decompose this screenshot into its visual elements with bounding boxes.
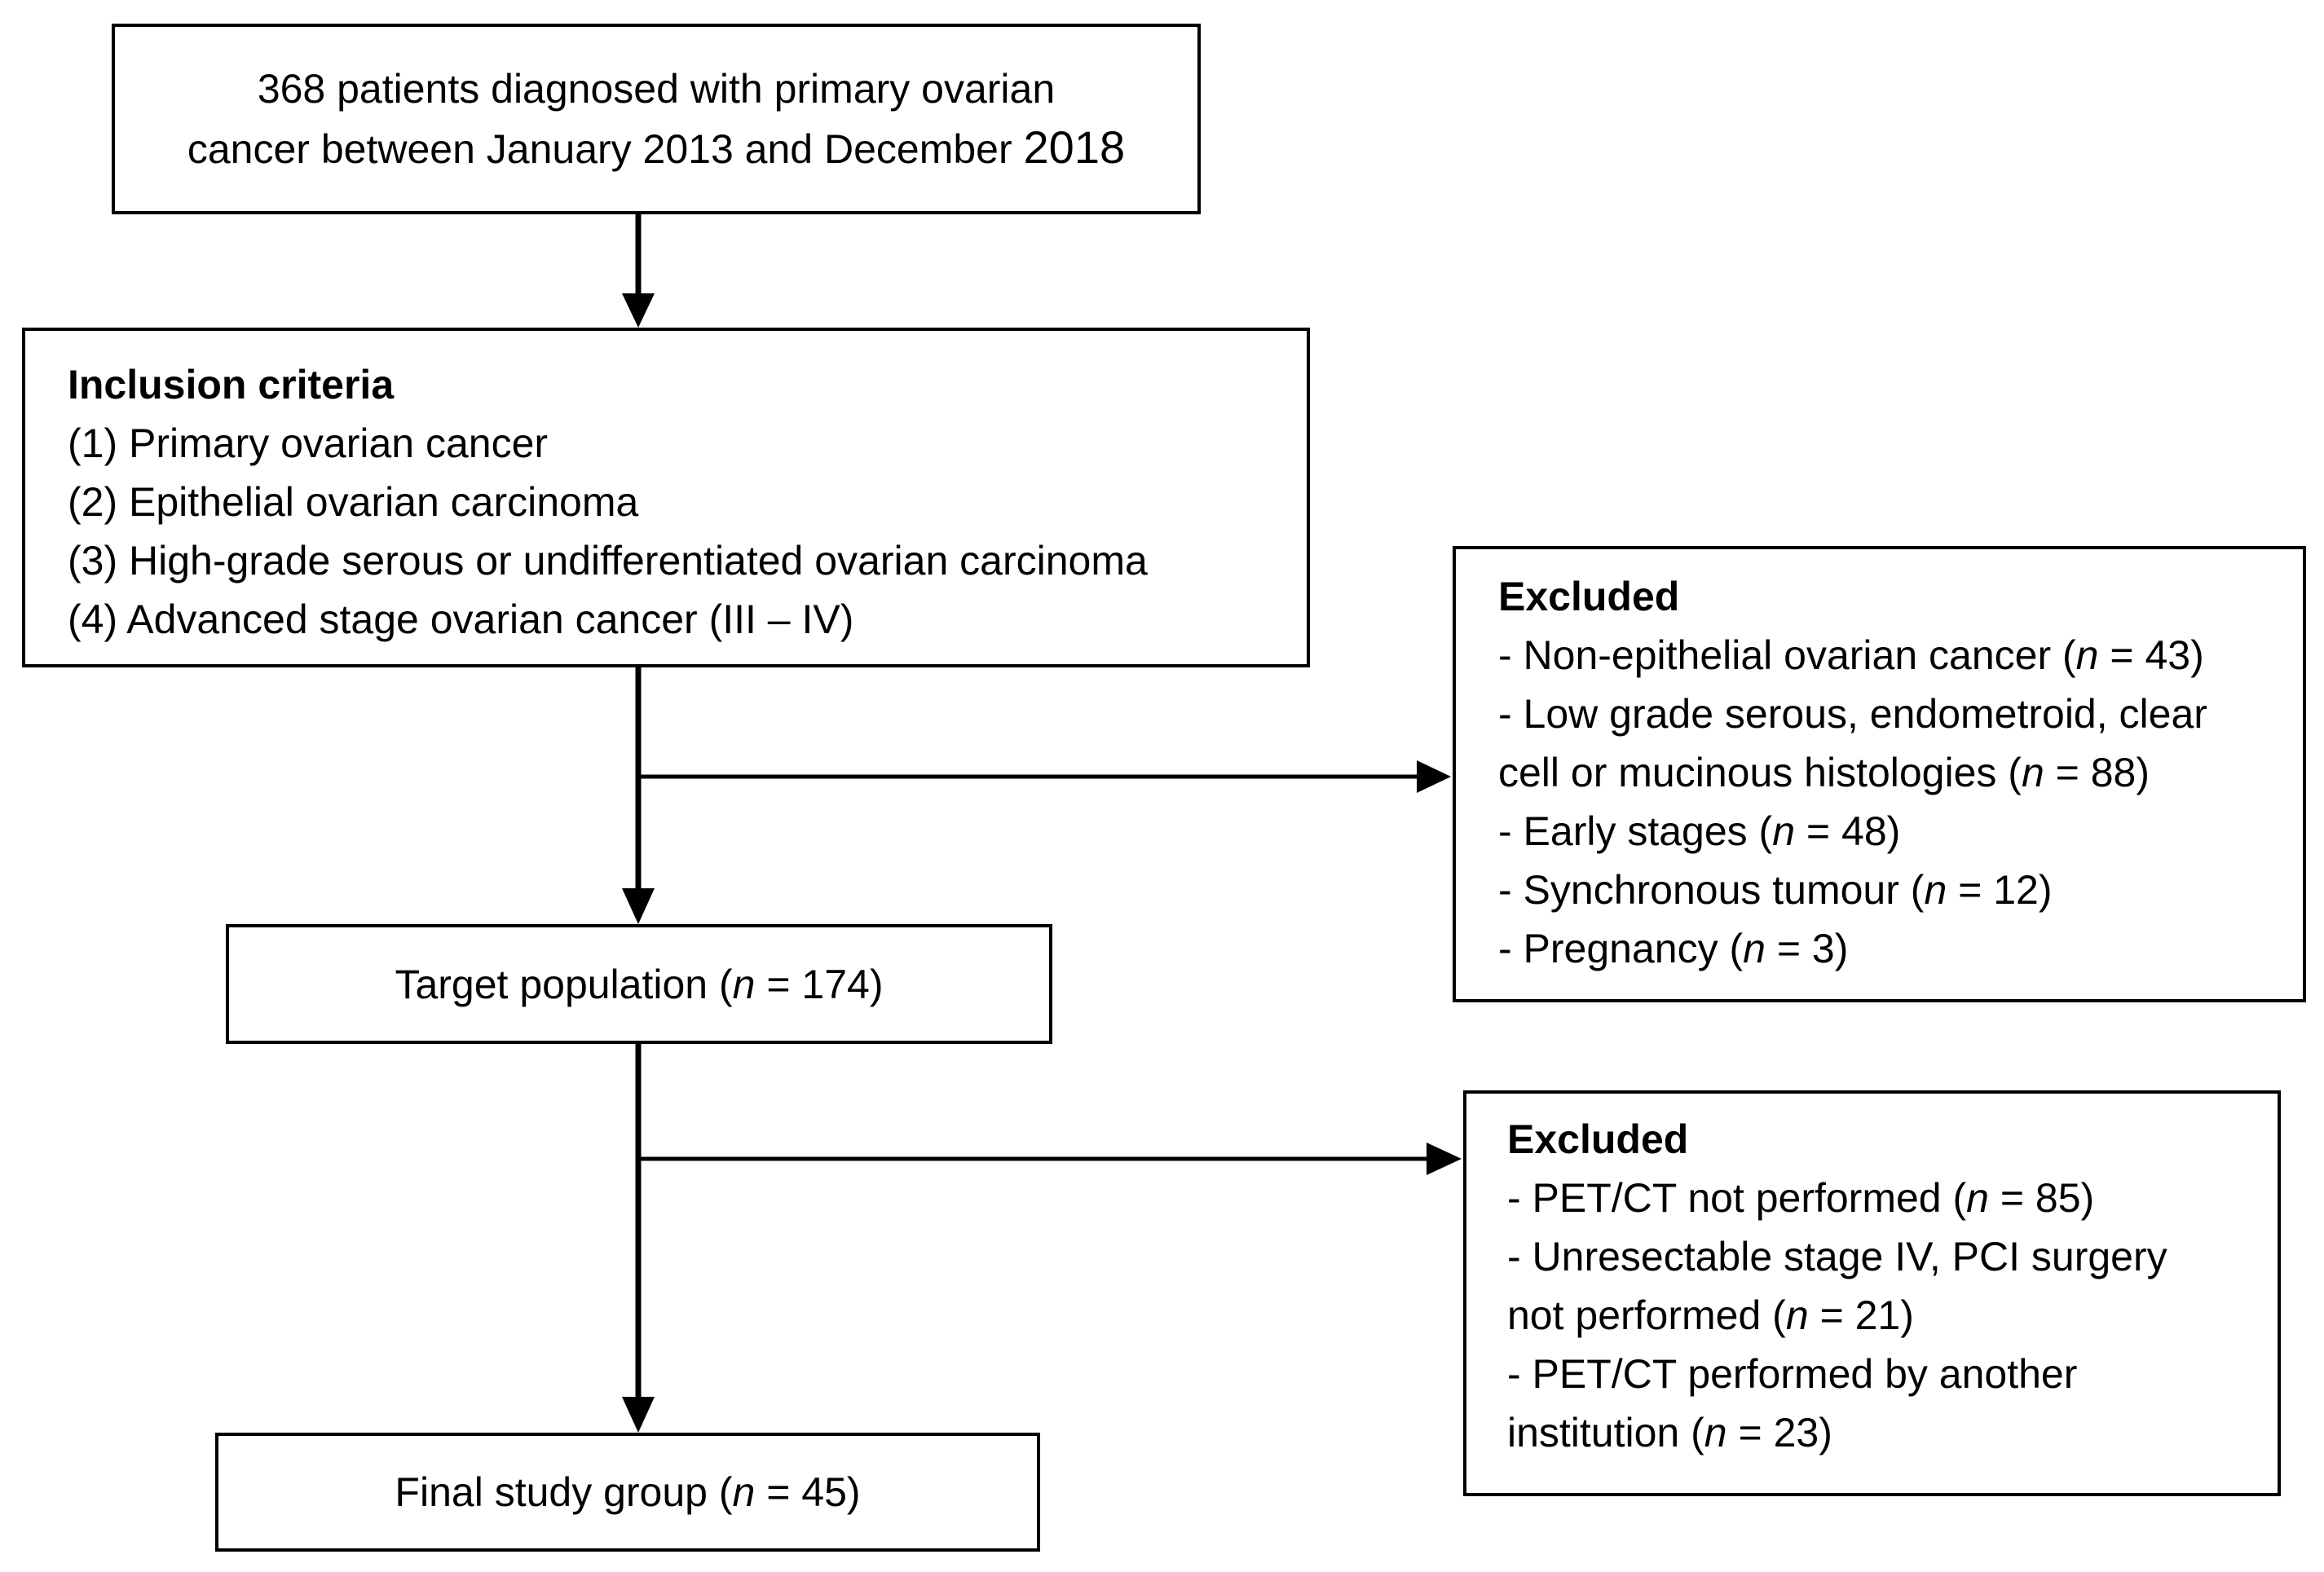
exclusion-1-item: - Low grade serous, endometroid, clear <box>1498 685 2295 743</box>
final-study-group-label: Final study group (n = 45) <box>395 1463 860 1521</box>
initial-cohort-year: 2018 <box>1023 121 1126 173</box>
final-study-group-count: = 45) <box>755 1469 861 1515</box>
exclusion-2-title: Excluded <box>1507 1116 1689 1162</box>
exclusion-1-item-text: - Low grade serous, endometroid, clear <box>1498 691 2207 737</box>
arrowhead-down-icon <box>622 888 655 924</box>
exclusion-1-item-count: = 3) <box>1765 926 1849 971</box>
target-population-text: Target population ( <box>395 961 733 1007</box>
inclusion-criterion-3: (3) High-grade serous or undifferentiate… <box>68 538 1148 583</box>
n-label: n <box>1743 926 1766 971</box>
inclusion-criterion-2: (2) Epithelial ovarian carcinoma <box>68 479 639 525</box>
exclusion-2-item-text: not performed ( <box>1507 1292 1786 1338</box>
exclusion-2-item: institution (n = 23) <box>1507 1403 2269 1462</box>
arrowhead-down-icon <box>622 293 655 328</box>
exclusion-2-item-count: = 21) <box>1808 1292 1914 1338</box>
n-label: n <box>2021 750 2044 795</box>
arrowhead-right-icon <box>1427 1143 1462 1175</box>
exclusion-1-item-count: = 48) <box>1795 808 1901 854</box>
exclusion-2-item-text: institution ( <box>1507 1410 1704 1455</box>
n-label: n <box>1924 867 1947 913</box>
target-population-label: Target population (n = 174) <box>395 955 883 1014</box>
box-exclusion-1: Excluded - Non-epithelial ovarian cancer… <box>1453 546 2306 1002</box>
inclusion-criterion-1: (1) Primary ovarian cancer <box>68 421 549 466</box>
arrowhead-right-icon <box>1417 760 1451 793</box>
exclusion-2-item: - Unresectable stage IV, PCI surgery <box>1507 1227 2269 1286</box>
exclusion-1-item: - Non-epithelial ovarian cancer (n = 43) <box>1498 626 2295 685</box>
n-label: n <box>1772 808 1796 854</box>
box-exclusion-2: Excluded - PET/CT not performed (n = 85)… <box>1463 1090 2281 1496</box>
exclusion-1-item: - Pregnancy (n = 3) <box>1498 919 2295 978</box>
exclusion-2-item: not performed (n = 21) <box>1507 1286 2269 1345</box>
exclusion-1-item-count: = 88) <box>2044 750 2150 795</box>
n-label: n <box>1704 1410 1727 1455</box>
exclusion-2-item-text: - Unresectable stage IV, PCI surgery <box>1507 1234 2167 1279</box>
box-final-study-group: Final study group (n = 45) <box>215 1433 1040 1552</box>
final-study-group-text: Final study group ( <box>395 1469 733 1515</box>
box-target-population: Target population (n = 174) <box>226 924 1052 1044</box>
exclusion-1-item-text: - Synchronous tumour ( <box>1498 867 1925 913</box>
inclusion-criteria-title: Inclusion criteria <box>68 362 395 407</box>
exclusion-1-item: - Early stages (n = 48) <box>1498 802 2295 861</box>
exclusion-2-item-text: - PET/CT not performed ( <box>1507 1175 1967 1221</box>
n-label: n <box>1966 1175 1989 1221</box>
initial-cohort-line-1: 368 patients diagnosed with primary ovar… <box>257 66 1056 112</box>
exclusion-1-title: Excluded <box>1498 574 1680 619</box>
exclusion-1-item-count: = 12) <box>1947 867 2053 913</box>
exclusion-2-item-text: - PET/CT performed by another <box>1507 1351 2078 1397</box>
exclusion-2-item: - PET/CT performed by another <box>1507 1345 2269 1403</box>
inclusion-criterion-4: (4) Advanced stage ovarian cancer (III –… <box>68 597 854 642</box>
exclusion-1-item-text: - Early stages ( <box>1498 808 1773 854</box>
box-initial-cohort: 368 patients diagnosed with primary ovar… <box>112 24 1201 214</box>
n-label: n <box>732 961 756 1007</box>
n-label: n <box>2075 632 2099 678</box>
exclusion-1-item: cell or mucinous histologies (n = 88) <box>1498 743 2295 802</box>
target-population-count: = 174) <box>755 961 884 1007</box>
exclusion-1-item: - Synchronous tumour (n = 12) <box>1498 861 2295 919</box>
arrowhead-down-icon <box>622 1397 655 1433</box>
exclusion-2-item-count: = 23) <box>1726 1410 1832 1455</box>
exclusion-1-item-text: - Non-epithelial ovarian cancer ( <box>1498 632 2076 678</box>
exclusion-1-item-count: = 43) <box>2098 632 2204 678</box>
exclusion-1-item-text: cell or mucinous histologies ( <box>1498 750 2022 795</box>
exclusion-1-item-text: - Pregnancy ( <box>1498 926 1744 971</box>
initial-cohort-line-2: cancer between January 2013 and December… <box>148 118 1165 178</box>
exclusion-2-item: - PET/CT not performed (n = 85) <box>1507 1169 2269 1227</box>
box-inclusion-criteria: Inclusion criteria (1) Primary ovarian c… <box>22 328 1310 667</box>
n-label: n <box>1785 1292 1809 1338</box>
n-label: n <box>732 1469 756 1515</box>
initial-cohort-line-2-text: cancer between January 2013 and December <box>187 126 1012 172</box>
exclusion-2-item-count: = 85) <box>1988 1175 2095 1221</box>
